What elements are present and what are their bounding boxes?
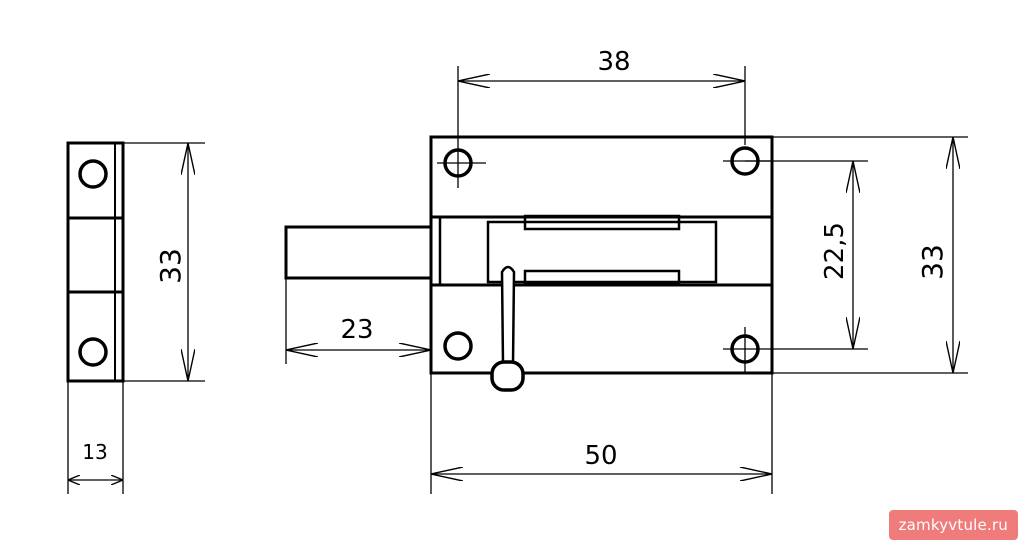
watermark-badge[interactable]: zamkyvtule.ru <box>888 510 1018 540</box>
handle-knob <box>490 360 525 392</box>
dim-strike-width: 13 <box>67 381 124 494</box>
bolt-housing <box>486 220 718 284</box>
dim-body-width-label: 50 <box>584 441 617 471</box>
bolt-handle <box>500 265 516 366</box>
strike-plate <box>66 141 125 383</box>
dim-strike-height: 33 <box>123 142 205 382</box>
dim-inner-spacing: 22,5 <box>745 160 868 350</box>
dim-body-height-label: 33 <box>916 244 949 280</box>
latch-body <box>284 135 774 392</box>
dim-hole-spacing: 38 <box>457 47 746 145</box>
latch-plate <box>429 135 774 375</box>
strike-hole-top <box>78 159 108 189</box>
dim-bolt-projection-label: 23 <box>340 315 373 345</box>
bolt-sleeve-top <box>523 214 681 231</box>
strike-plate-outline <box>66 141 125 383</box>
latch-hole-bottom-left <box>443 331 473 361</box>
dim-strike-width-label: 13 <box>82 440 107 464</box>
dim-body-height: 33 <box>772 136 968 374</box>
dim-hole-spacing-label: 38 <box>597 47 630 77</box>
dim-body-width: 50 <box>431 373 773 494</box>
dim-bolt-projection: 23 <box>285 278 432 494</box>
bolt-extension <box>284 225 433 280</box>
dim-inner-spacing-label: 22,5 <box>820 222 850 280</box>
dim-strike-height-label: 33 <box>154 248 187 284</box>
bolt-sleeve-bottom <box>523 269 681 286</box>
strike-hole-bottom <box>78 337 108 367</box>
